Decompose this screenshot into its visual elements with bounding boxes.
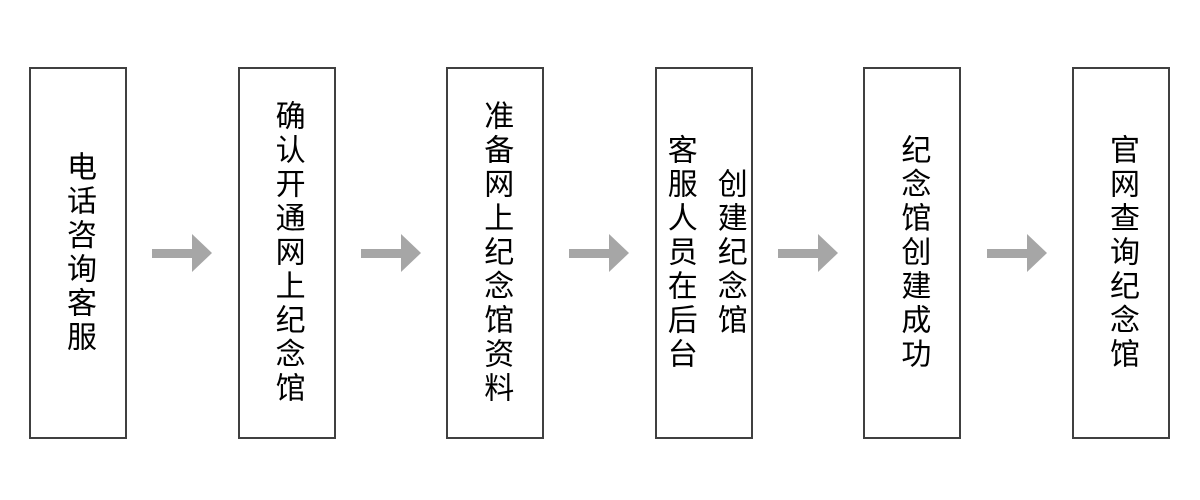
arrow-head	[400, 234, 421, 272]
arrow-right-icon	[778, 234, 839, 272]
flow-connector-3	[544, 67, 655, 439]
arrow-shaft	[569, 248, 610, 258]
flow-connector-2	[336, 67, 447, 439]
flow-connector-1	[127, 67, 238, 439]
arrow-shaft	[152, 248, 193, 258]
arrow-shaft	[778, 248, 819, 258]
arrow-right-icon	[986, 234, 1047, 272]
arrow-head	[609, 234, 630, 272]
flowchart-row: 电话咨询客服 确认开通网上纪念馆 准备网上纪念馆资料	[29, 67, 1170, 439]
arrow-right-icon	[152, 234, 213, 272]
flow-step-prepare-materials: 准备网上纪念馆资料	[446, 67, 545, 439]
flow-step-confirm-open: 确认开通网上纪念馆	[237, 67, 336, 439]
arrow-head	[192, 234, 213, 272]
step-label: 官网查询纪念馆	[1103, 134, 1139, 372]
step-label: 电话咨询客服	[61, 151, 96, 355]
step-label: 确认开通网上纪念馆	[269, 100, 305, 406]
flow-step-site-lookup: 官网查询纪念馆	[1071, 67, 1170, 439]
flow-connector-4	[753, 67, 864, 439]
step-label: 准备网上纪念馆资料	[478, 100, 514, 406]
arrow-shaft	[360, 248, 401, 258]
flow-step-create-success: 纪念馆创建成功	[863, 67, 962, 439]
flow-step-phone-consult: 电话咨询客服	[29, 67, 127, 439]
arrow-head	[1026, 234, 1047, 272]
step-label: 纪念馆创建成功	[895, 134, 931, 372]
step-label: 客服人员在后台 创建纪念馆	[661, 134, 747, 372]
flow-step-backend-create: 客服人员在后台 创建纪念馆	[654, 67, 753, 439]
flow-connector-5	[961, 67, 1072, 439]
arrow-head	[818, 234, 839, 272]
arrow-right-icon	[569, 234, 630, 272]
arrow-right-icon	[360, 234, 421, 272]
arrow-shaft	[986, 248, 1027, 258]
